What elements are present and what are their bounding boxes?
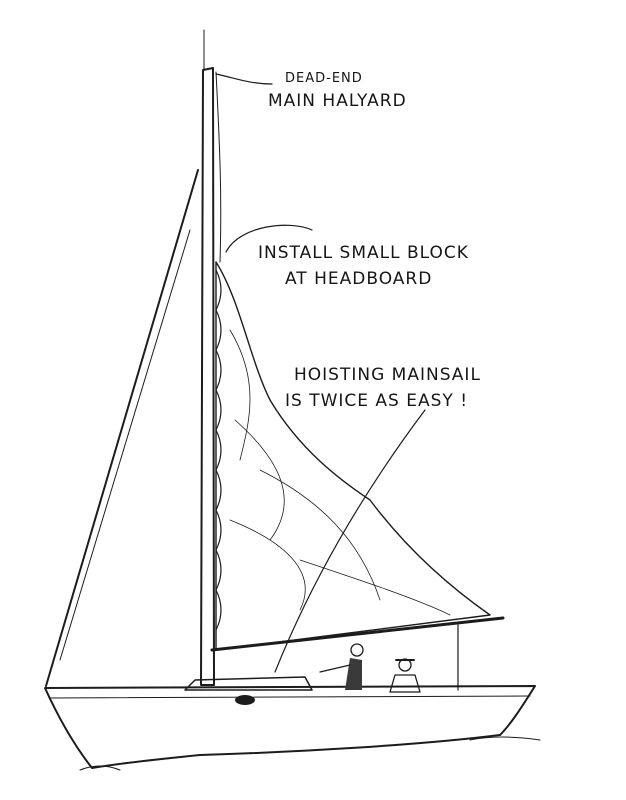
block-label-line2: AT HEADBOARD: [285, 269, 432, 289]
halyard-label-line1: DEAD-END: [285, 71, 363, 86]
water: [79, 736, 541, 771]
halyard-label-line2: MAIN HALYARD: [268, 91, 407, 111]
hoisting-label-line1: HOISTING MAINSAIL: [294, 365, 481, 385]
sail-luff: [215, 269, 222, 631]
porthole: [235, 695, 255, 705]
crew: [319, 643, 421, 693]
jib-furl: [59, 229, 191, 661]
sail-shading: [229, 329, 451, 616]
block-label-line1: INSTALL SMALL BLOCK: [258, 243, 469, 263]
cabin: [184, 676, 313, 691]
mast: [200, 67, 215, 686]
sheer-line: [49, 695, 531, 699]
hoisting-label-line2: IS TWICE AS EASY !: [285, 391, 468, 411]
boom: [210, 616, 505, 652]
halyard-leader: [215, 73, 273, 85]
halyard: [215, 71, 222, 263]
forestay: [45, 169, 199, 687]
hull: [44, 685, 536, 769]
mainsail: [215, 261, 491, 651]
hoisting-leader: [274, 409, 426, 673]
block-leader: [225, 224, 313, 253]
